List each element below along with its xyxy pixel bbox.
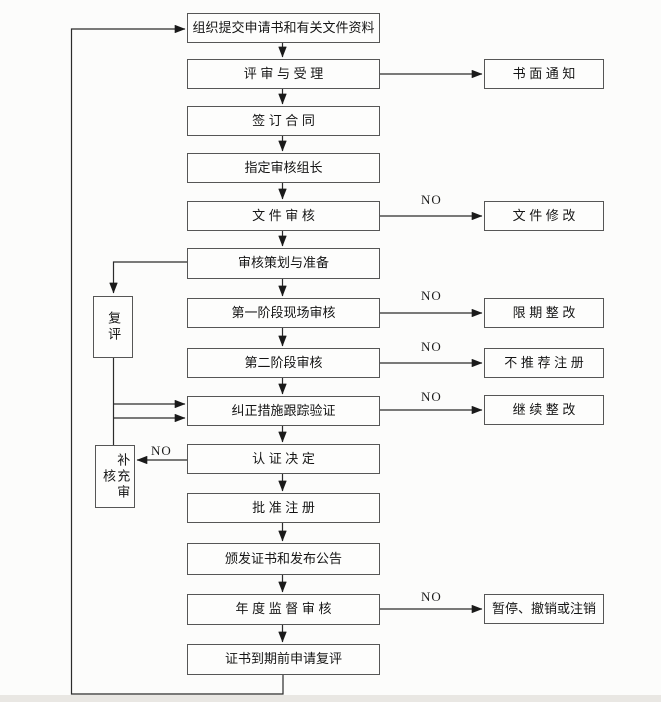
no-label-certification-decision: NO xyxy=(151,443,172,458)
no-label-stage2-audit: NO xyxy=(421,339,442,354)
outcome-document-revision: 文 件 修 改 xyxy=(484,201,604,231)
step-submit-application: 组织提交申请书和有关文件资料 xyxy=(187,13,380,43)
connector xyxy=(109,261,187,294)
outcome-continue-rectification: 继 续 整 改 xyxy=(484,395,604,425)
no-label-stage1-audit: NO xyxy=(421,288,442,303)
step-stage2-audit: 第二阶段审核 xyxy=(187,348,380,378)
no-label-surveillance-audit: NO xyxy=(421,589,442,604)
step-approve-registration: 批 准 注 册 xyxy=(187,493,380,523)
no-label-document-review: NO xyxy=(421,192,442,207)
step-stage1-onsite-audit: 第一阶段现场审核 xyxy=(187,298,380,328)
step-corrective-action-verification: 纠正措施跟踪验证 xyxy=(187,396,380,426)
step-document-review: 文 件 审 核 xyxy=(187,201,380,231)
image-bottom-edge xyxy=(0,695,661,702)
step-certification-decision: 认 证 决 定 xyxy=(187,444,380,474)
box-reassessment: 复评 xyxy=(93,296,133,358)
outcome-not-recommend-registration: 不 推 荐 注 册 xyxy=(484,348,604,378)
outcome-written-notice: 书 面 通 知 xyxy=(484,59,604,89)
step-apply-reassessment-before-expiry: 证书到期前申请复评 xyxy=(187,644,380,675)
outcome-suspend-revoke-cancel: 暂停、撤销或注销 xyxy=(484,594,604,624)
step-audit-planning-preparation: 审核策划与准备 xyxy=(187,248,380,279)
outcome-rectify-within-deadline: 限 期 整 改 xyxy=(484,298,604,328)
step-issue-certificate-announcement: 颁发证书和发布公告 xyxy=(187,543,380,575)
step-review-acceptance: 评 审 与 受 理 xyxy=(187,59,380,89)
step-appoint-audit-team-leader: 指定审核组长 xyxy=(187,153,380,183)
step-sign-contract: 签 订 合 同 xyxy=(187,106,380,136)
step-annual-surveillance-audit: 年 度 监 督 审 核 xyxy=(187,594,380,625)
box-supplementary-audit: 补充审核 xyxy=(95,445,135,508)
no-label-corrective-action: NO xyxy=(421,389,442,404)
connector xyxy=(70,24,284,695)
